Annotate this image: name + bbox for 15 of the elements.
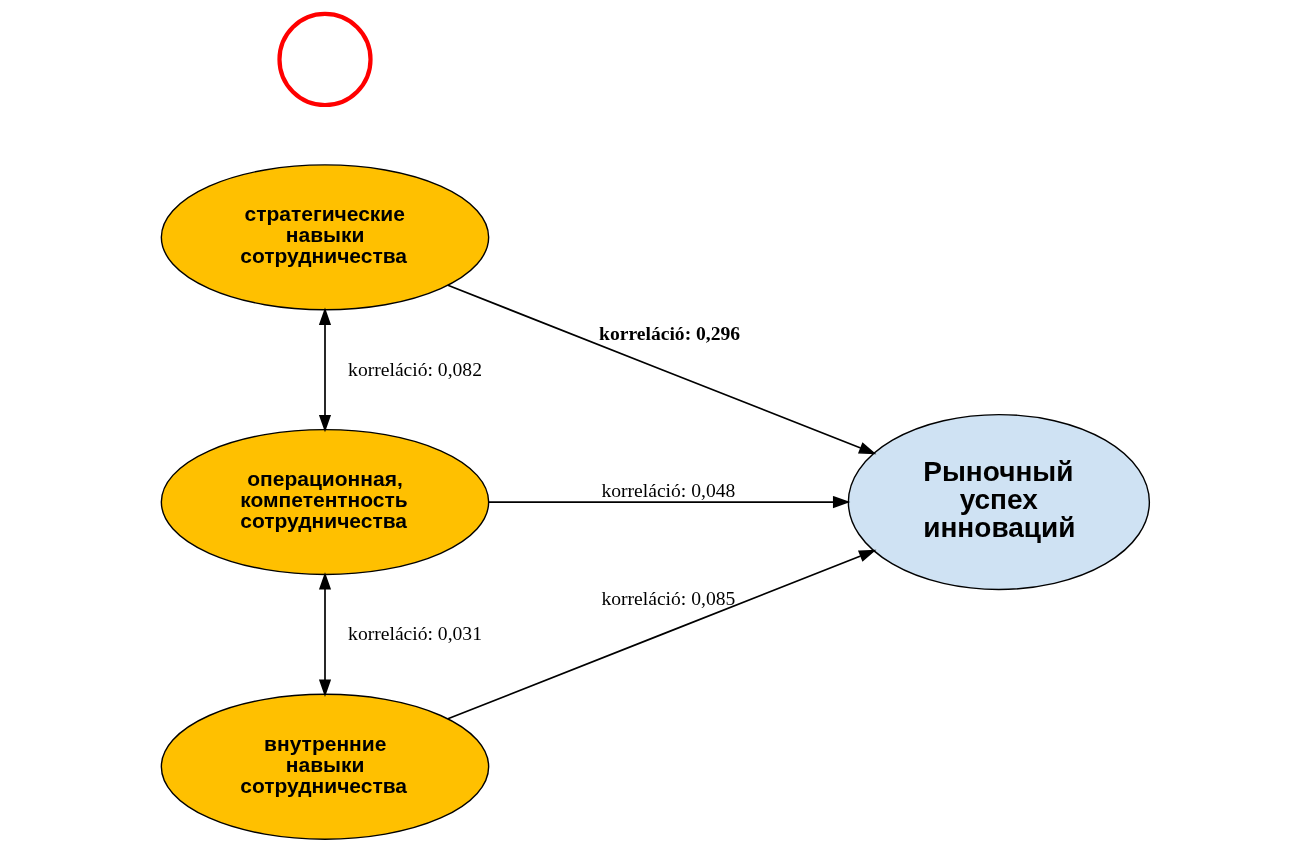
node-ellipse: операционная, компетентность сотрудничества xyxy=(160,428,490,576)
edge-label: korreláció: 0,085 xyxy=(601,587,736,609)
node-circle xyxy=(277,11,373,108)
arrow xyxy=(318,572,332,697)
edge-label: korreláció: 0,082 xyxy=(348,358,482,380)
edge-label: korreláció: 0,048 xyxy=(601,479,736,501)
edge-label: korreláció: 0,031 xyxy=(348,623,482,645)
arrow xyxy=(318,307,332,433)
arrow xyxy=(487,495,851,509)
arrow xyxy=(447,284,877,455)
node-ellipse: стратегические навыки сотрудничества xyxy=(160,164,490,311)
node-ellipse: Рыночный успех инноваций xyxy=(847,413,1151,591)
node-ellipse: внутренние навыки сотрудничества xyxy=(160,693,490,840)
arrow xyxy=(447,549,877,720)
edge-label: korreláció: 0,296 xyxy=(599,322,741,344)
